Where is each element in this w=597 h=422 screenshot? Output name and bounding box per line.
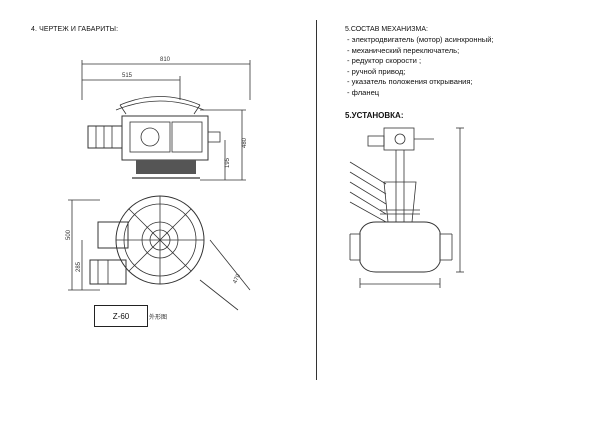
actuator-drawing: 810 515 480 195 500 285 470 [66, 57, 251, 311]
valve-installation-drawing [349, 127, 464, 288]
column-divider [316, 20, 317, 380]
dim-total-width: 810 [160, 57, 171, 63]
section4-heading: 4. ЧЕРТЕЖ И ГАБАРИТЫ: [31, 26, 119, 33]
list-item: - редуктор скорости ; [347, 56, 422, 66]
dim-side-height: 500 [66, 229, 72, 240]
dim-mid-height: 195 [225, 157, 231, 168]
dim-lower-height: 285 [76, 261, 82, 272]
list-item: - электродвигатель (мотор) асинхронный; [347, 35, 494, 44]
list-item: - механический переключатель; [347, 45, 460, 55]
drawing-caption: 外形图 [149, 315, 168, 321]
section5-heading: 5.СОСТАВ МЕХАНИЗМА: [345, 26, 428, 33]
dim-height: 480 [242, 137, 248, 148]
list-item: - фланец [347, 87, 380, 97]
dim-partial-width: 515 [122, 73, 133, 79]
model-label: Z-60 [112, 311, 130, 321]
model-label-box: Z-60 [94, 305, 148, 327]
list-item: - ручной привод; [347, 66, 406, 76]
components-list: - электродвигатель (мотор) асинхронный; … [347, 35, 494, 99]
dim-diagonal: 470 [232, 273, 242, 285]
list-item: - указатель положения открывания; [347, 77, 473, 87]
installation-heading: 5.УСТАНОВКА: [345, 111, 404, 120]
